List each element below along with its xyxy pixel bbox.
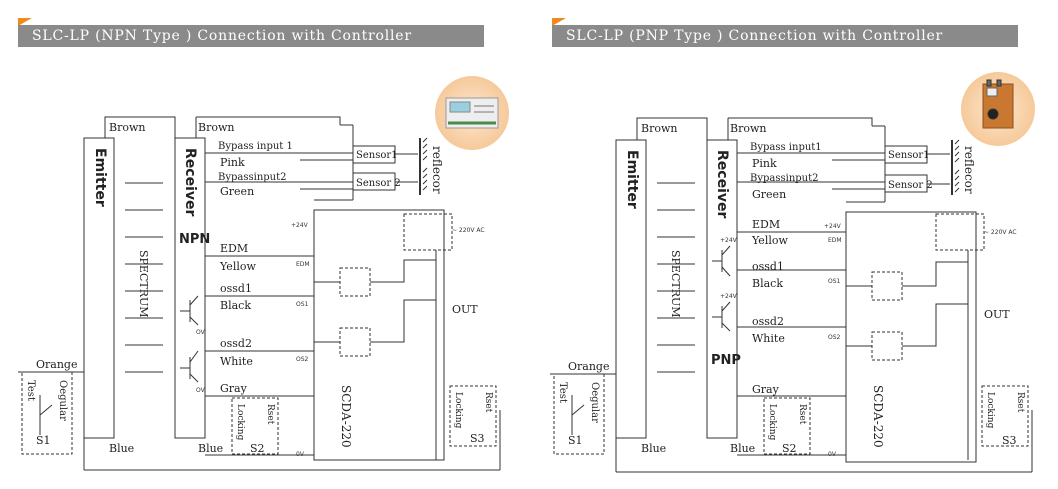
pnp-title-accent bbox=[552, 18, 566, 26]
pnp-s3-rset: Rset bbox=[1015, 392, 1025, 413]
pnp-s1-label: S1 bbox=[568, 434, 583, 447]
npn-sensor2-label: Sensor 2 bbox=[356, 178, 401, 189]
npn-gray-label: Gray bbox=[220, 382, 248, 395]
npn-s2-rset: Rset bbox=[265, 404, 275, 425]
pnp-brown-right: Brown bbox=[730, 122, 766, 135]
pnp-orange-label: Orange bbox=[568, 360, 609, 373]
npn-type-label: NPN bbox=[179, 232, 210, 247]
pnp-white-label: White bbox=[752, 332, 785, 345]
npn-s3-rset: Rset bbox=[483, 392, 493, 413]
npn-edm-label: EDM bbox=[220, 242, 248, 255]
pnp-brown-left: Brown bbox=[641, 122, 677, 135]
pnp-receiver-label: Receiver bbox=[714, 150, 730, 218]
pnp-diagram bbox=[550, 72, 1035, 473]
npn-receiver-label: Receiver bbox=[182, 148, 198, 216]
pnp-s3-locking: Locking bbox=[985, 392, 995, 429]
npn-title-accent bbox=[18, 18, 32, 26]
pnp-ac-label: ~ 220V AC bbox=[984, 229, 1017, 236]
pnp-emitter-label: Emitter bbox=[624, 150, 640, 209]
pnp-test-label: Test bbox=[557, 382, 568, 403]
pnp-diagram-title: SLC-LP (PNP Type ) Connection with Contr… bbox=[552, 25, 1018, 47]
npn-black-label: Black bbox=[220, 299, 251, 312]
pnp-s2-label: S2 bbox=[782, 442, 797, 455]
npn-transistor1-ov: OV bbox=[196, 329, 206, 336]
pnp-controller-image bbox=[961, 72, 1035, 146]
pnp-blue-left: Blue bbox=[641, 442, 666, 455]
npn-diagram-title: SLC-LP (NPN Type ) Connection with Contr… bbox=[18, 25, 484, 47]
pnp-scda-label: SCDA-220 bbox=[871, 385, 885, 448]
pnp-oegular-label: Oegular bbox=[589, 382, 600, 423]
pnp-bypass2-label: Bypassinput2 bbox=[750, 173, 819, 184]
pnp-os1-terminal: OS1 bbox=[828, 278, 841, 285]
npn-bypass1-label: Bypass input 1 bbox=[218, 141, 293, 152]
npn-ov-terminal: 0V bbox=[296, 451, 305, 458]
npn-bypass2-label: Bypassinput2 bbox=[218, 172, 287, 183]
npn-transistor2-ov: OV bbox=[196, 387, 206, 394]
pnp-s3-label: S3 bbox=[1002, 434, 1017, 447]
npn-blue-right: Blue bbox=[198, 442, 223, 455]
pnp-v24-label: +24V bbox=[824, 223, 842, 230]
npn-oegular-label: Oegular bbox=[57, 380, 68, 421]
npn-sensor1-label: Sensor1 bbox=[356, 150, 398, 161]
pnp-bypass1-label: Bypass input1 bbox=[750, 142, 822, 153]
npn-pink-label: Pink bbox=[220, 156, 245, 169]
pnp-reflector bbox=[954, 139, 960, 193]
pnp-edm-label: EDM bbox=[752, 218, 780, 231]
pnp-transistor1-v24: +24V bbox=[720, 237, 738, 244]
npn-brown-left: Brown bbox=[109, 121, 145, 134]
npn-controller-image bbox=[435, 76, 509, 150]
pnp-out-label: OUT bbox=[984, 308, 1010, 321]
pnp-reflector-label: reflecor bbox=[962, 146, 976, 194]
pnp-sensor1-label: Sensor1 bbox=[888, 150, 930, 161]
npn-yellow-label: Yellow bbox=[219, 260, 256, 273]
pnp-ov-terminal: 0V bbox=[828, 451, 837, 458]
npn-beam-arrows bbox=[125, 182, 163, 373]
npn-s2-label: S2 bbox=[250, 442, 265, 455]
npn-white-label: White bbox=[220, 355, 253, 368]
pnp-ossd1-label: ossd1 bbox=[752, 260, 784, 273]
npn-scda-label: SCDA-220 bbox=[339, 385, 353, 448]
npn-brown-right: Brown bbox=[198, 121, 234, 134]
pnp-green-label: Green bbox=[752, 188, 786, 201]
npn-s3-label: S3 bbox=[470, 432, 485, 445]
npn-v24-label: +24V bbox=[291, 222, 309, 229]
npn-edm-terminal: EDM bbox=[296, 261, 310, 268]
pnp-gray-label: Gray bbox=[752, 383, 780, 396]
npn-reflector bbox=[422, 137, 428, 191]
npn-s3-locking: Locking bbox=[453, 392, 463, 429]
pnp-beam-arrows bbox=[657, 182, 695, 373]
npn-green-label: Green bbox=[220, 185, 254, 198]
npn-blue-left: Blue bbox=[109, 442, 134, 455]
npn-s2-locking: Locking bbox=[235, 404, 245, 441]
npn-orange-label: Orange bbox=[36, 358, 77, 371]
pnp-ossd2-label: ossd2 bbox=[752, 315, 784, 328]
pnp-blue-right: Blue bbox=[730, 442, 755, 455]
pnp-pink-label: Pink bbox=[752, 157, 777, 170]
npn-reflector-label: reflecor bbox=[430, 146, 444, 194]
pnp-transistor2-v24: +24V bbox=[720, 293, 738, 300]
pnp-s2-locking: Locking bbox=[767, 404, 777, 441]
npn-ac-label: ~ 220V AC bbox=[452, 227, 485, 234]
npn-diagram bbox=[18, 76, 509, 471]
pnp-type-label: PNP bbox=[711, 353, 741, 368]
pnp-edm-terminal: EDM bbox=[828, 237, 842, 244]
npn-ossd2-label: ossd2 bbox=[220, 337, 252, 350]
npn-s1-label: S1 bbox=[36, 434, 51, 447]
pnp-spectrum-label: SPECTRUM bbox=[669, 250, 682, 318]
npn-ossd1-label: ossd1 bbox=[220, 282, 252, 295]
npn-os1-terminal: OS1 bbox=[296, 301, 309, 308]
npn-os2-terminal: OS2 bbox=[296, 356, 309, 363]
npn-test-label: Test bbox=[25, 380, 36, 401]
npn-emitter-label: Emitter bbox=[92, 148, 108, 207]
pnp-black-label: Black bbox=[752, 277, 783, 290]
npn-out-label: OUT bbox=[452, 303, 478, 316]
pnp-s2-rset: Rset bbox=[797, 404, 807, 425]
pnp-yellow-label: Yellow bbox=[751, 234, 788, 247]
pnp-sensor2-label: Sensor 2 bbox=[888, 180, 933, 191]
npn-spectrum-label: SPECTRUM bbox=[137, 250, 150, 318]
pnp-os2-terminal: OS2 bbox=[828, 334, 841, 341]
